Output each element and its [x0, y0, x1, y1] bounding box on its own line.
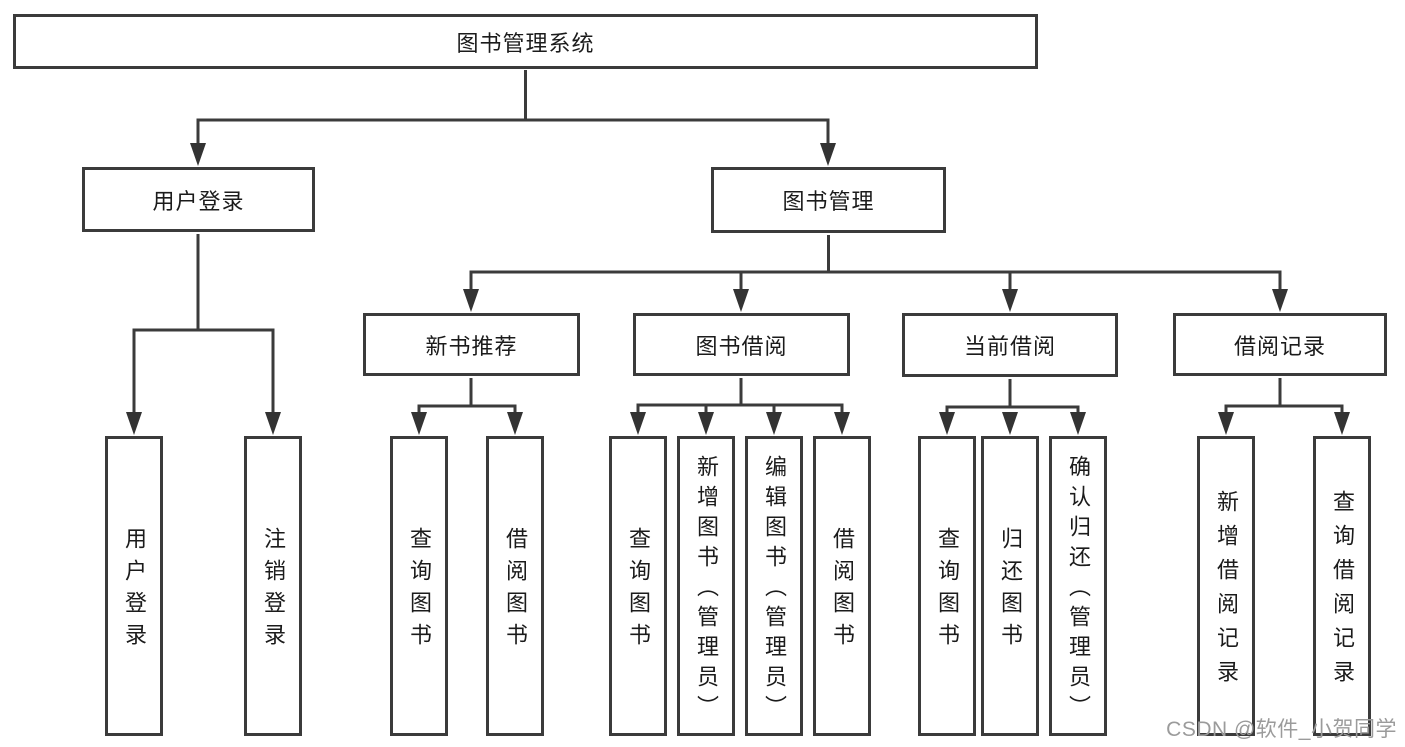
leaf-current-confirm-return-admin: 确认归还（管理员） — [1049, 436, 1107, 736]
node-borrow-records: 借阅记录 — [1173, 313, 1387, 376]
node-user-login: 用户登录 — [82, 167, 315, 232]
leaf-recommend-borrow-book-label: 借阅图书 — [503, 527, 528, 655]
leaf-logout: 注销登录 — [244, 436, 302, 736]
leaf-recommend-query-book-label: 查询图书 — [407, 527, 432, 655]
leaf-recommend-borrow-book: 借阅图书 — [486, 436, 544, 736]
csdn-watermark: CSDN @软件_小贺同学 — [1166, 718, 1397, 741]
leaf-records-query-record-label: 查询借阅记录 — [1330, 490, 1355, 694]
leaf-current-query-book-label: 查询图书 — [935, 527, 960, 655]
node-root: 图书管理系统 — [13, 14, 1038, 69]
node-book-borrow: 图书借阅 — [633, 313, 850, 376]
leaf-user-login-label: 用户登录 — [122, 527, 147, 655]
leaf-recommend-query-book: 查询图书 — [390, 436, 448, 736]
leaf-borrow-add-book-admin-label: 新增图书（管理员） — [694, 455, 719, 725]
leaf-current-query-book: 查询图书 — [918, 436, 976, 736]
leaf-user-login: 用户登录 — [105, 436, 163, 736]
node-new-book-recommend: 新书推荐 — [363, 313, 580, 376]
leaf-borrow-query-book: 查询图书 — [609, 436, 667, 736]
leaf-borrow-edit-book-admin: 编辑图书（管理员） — [745, 436, 803, 736]
leaf-borrow-borrow-book-label: 借阅图书 — [830, 527, 855, 655]
leaf-borrow-edit-book-admin-label: 编辑图书（管理员） — [762, 455, 787, 725]
node-current-borrow: 当前借阅 — [902, 313, 1118, 377]
node-book-management: 图书管理 — [711, 167, 946, 233]
leaf-logout-label: 注销登录 — [261, 527, 286, 655]
leaf-current-return-book-label: 归还图书 — [998, 527, 1023, 655]
leaf-records-add-record: 新增借阅记录 — [1197, 436, 1255, 736]
leaf-borrow-add-book-admin: 新增图书（管理员） — [677, 436, 735, 736]
leaf-records-add-record-label: 新增借阅记录 — [1214, 490, 1239, 694]
leaf-records-query-record: 查询借阅记录 — [1313, 436, 1371, 736]
leaf-current-return-book: 归还图书 — [981, 436, 1039, 736]
leaf-current-confirm-return-admin-label: 确认归还（管理员） — [1066, 455, 1091, 725]
leaf-borrow-borrow-book: 借阅图书 — [813, 436, 871, 736]
leaf-borrow-query-book-label: 查询图书 — [626, 527, 651, 655]
